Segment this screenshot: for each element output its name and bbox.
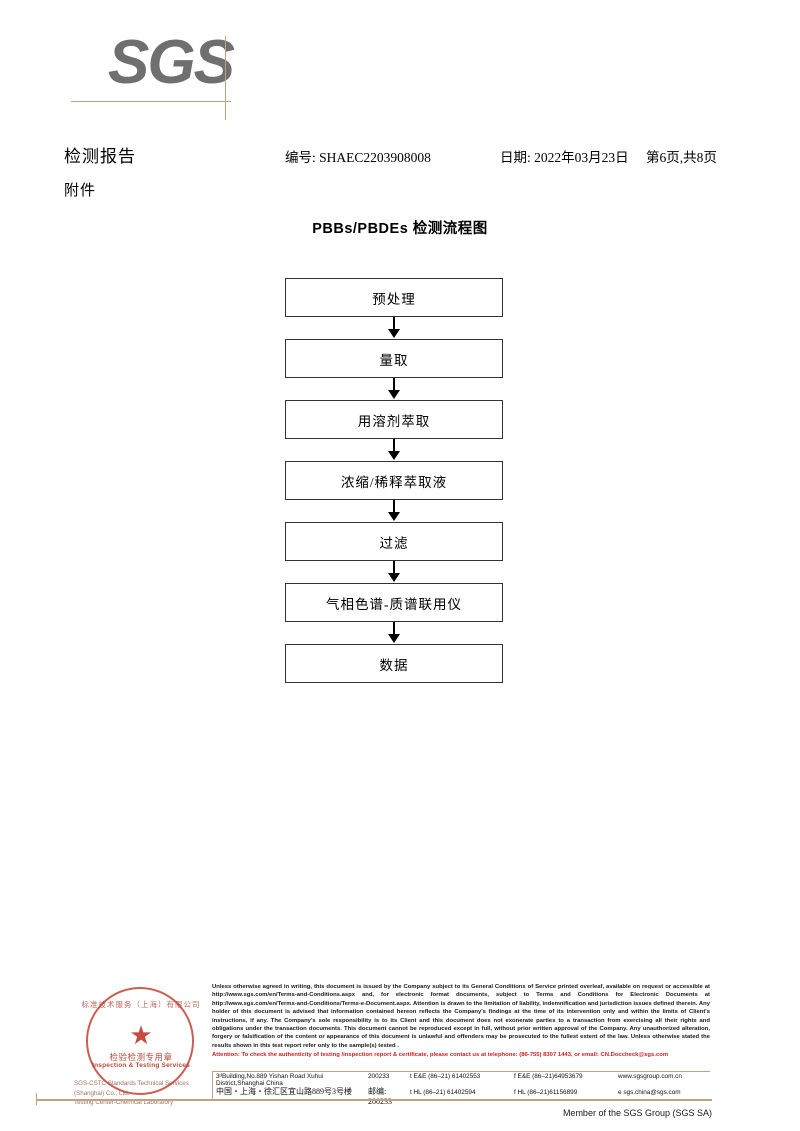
address-zip-en: 200233 [368, 1073, 390, 1080]
flow-step: 预处理 [285, 278, 503, 317]
page-title: 检测报告 [64, 147, 136, 166]
star-icon: ★ [129, 1021, 153, 1050]
sgs-logo: SGS [71, 32, 268, 126]
address-block: 3ᵈBuilding,No.889 Yishan Road Xuhui Dist… [216, 1073, 710, 1106]
logo-horizontal-rule [71, 101, 231, 102]
address-row-chinese: 中国・上海・徐汇区宜山路889号3号楼 邮编: 200233 t HL (86–… [216, 1086, 710, 1106]
seal-arc-text: 标准技术服务（上海）有限公司 [81, 1000, 201, 1009]
sgs-logo-text: SGS [108, 28, 235, 97]
address-tel-ee: t E&E (86–21) 61402553 [410, 1073, 481, 1080]
seal-company-line1: SGS-CSTC Standards Technical Services (S… [74, 1080, 189, 1097]
address-tel-hl: t HL (86–21) 61402594 [410, 1089, 476, 1096]
flow-step: 气相色谱-质谱联用仪 [285, 583, 503, 622]
address-fax-hl: f HL (86–21)61156899 [514, 1089, 578, 1096]
address-street-en: 3ᵈBuilding,No.889 Yishan Road Xuhui Dist… [216, 1073, 324, 1087]
flow-step: 过滤 [285, 522, 503, 561]
footer-bottom-rule [36, 1099, 712, 1101]
flow-step: 量取 [285, 339, 503, 378]
flow-arrow-icon [285, 439, 503, 461]
seal-chinese-label: 检验检测专用章 [109, 1052, 173, 1062]
flowchart-title: PBBs/PBDEs 检测流程图 [312, 221, 488, 237]
legal-attention-notice[interactable]: Attention: To check the authenticity of … [212, 1052, 669, 1058]
flow-arrow-icon [285, 500, 503, 522]
flow-step: 用溶剂萃取 [285, 400, 503, 439]
address-zip-cn: 邮编: 200233 [368, 1087, 392, 1106]
sgs-group-member-note: Member of the SGS Group (SGS SA) [562, 1108, 712, 1118]
page-subtitle: 附件 [64, 183, 97, 199]
seal-company-line2: Testing Center-Chemical Laboratory [74, 1099, 174, 1107]
flow-box-measure: 量取 [285, 339, 503, 378]
flow-box-gcms: 气相色谱-质谱联用仪 [285, 583, 503, 622]
seal-circle-icon [86, 987, 194, 1095]
flow-box-solvent-extraction: 用溶剂萃取 [285, 400, 503, 439]
address-email[interactable]: e sgs.china@sgs.com [618, 1089, 681, 1096]
logo-vertical-rule [225, 36, 226, 120]
flowchart: 预处理 量取 用溶剂萃取 浓缩/稀释萃取液 过滤 气相色谱- [285, 278, 503, 683]
address-vertical-divider [212, 1071, 213, 1099]
address-website[interactable]: www.sgsgroup.com.cn [618, 1073, 682, 1080]
seal-english-label: Inspection & Testing Services [92, 1062, 190, 1069]
flow-step: 浓缩/稀释萃取液 [285, 461, 503, 500]
flow-arrow-icon [285, 622, 503, 644]
flow-box-filtration: 过滤 [285, 522, 503, 561]
flow-box-pretreatment: 预处理 [285, 278, 503, 317]
flow-arrow-icon [285, 561, 503, 583]
flow-arrow-icon [285, 378, 503, 400]
company-seal-stamp: 标准技术服务（上海）有限公司 ★ 检验检测专用章 Inspection & Te… [74, 983, 204, 1109]
seal-company-name: SGS-CSTC Standards Technical Services (S… [74, 1079, 214, 1108]
legal-paragraph: Unless otherwise agreed in writing, this… [212, 984, 710, 1049]
legal-disclaimer: Unless otherwise agreed in writing, this… [212, 983, 710, 1059]
page-footer: 标准技术服务（上海）有限公司 ★ 检验检测专用章 Inspection & Te… [0, 975, 800, 1131]
address-street-cn: 中国・上海・徐汇区宜山路889号3号楼 [216, 1087, 352, 1096]
report-date: 日期: 2022年03月23日 [500, 150, 629, 165]
flow-box-concentrate-dilute: 浓缩/稀释萃取液 [285, 461, 503, 500]
page-number: 第6页,共8页 [646, 150, 717, 165]
flow-arrow-icon [285, 317, 503, 339]
report-number: 编号: SHAEC2203908008 [285, 150, 431, 165]
address-fax-ee: f E&E (86–21)64953679 [514, 1073, 583, 1080]
flow-box-data: 数据 [285, 644, 503, 683]
address-top-rule [212, 1071, 710, 1072]
address-row-english: 3ᵈBuilding,No.889 Yishan Road Xuhui Dist… [216, 1073, 710, 1087]
flow-step: 数据 [285, 644, 503, 683]
